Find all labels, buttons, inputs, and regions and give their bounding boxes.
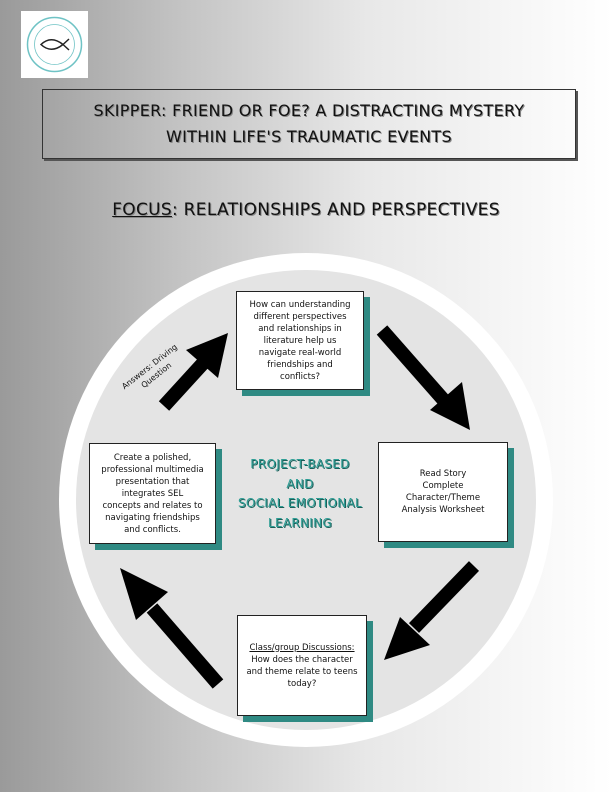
center-label: PROJECT-BASED AND SOCIAL EMOTIONAL LEARN… bbox=[222, 455, 378, 533]
center-line: LEARNING bbox=[267, 515, 332, 530]
card-discussions: Class/group Discussions: How does the ch… bbox=[237, 615, 367, 716]
card-line: conflicts? bbox=[280, 371, 320, 382]
card-line: and relationships in bbox=[258, 323, 342, 334]
card-line: and theme relate to teens bbox=[246, 666, 358, 677]
card-presentation: Create a polished, professional multimed… bbox=[89, 443, 216, 544]
focus-text: : RELATIONSHIPS AND PERSPECTIVES bbox=[171, 200, 500, 220]
card-line: Analysis Worksheet bbox=[401, 505, 485, 515]
arrow-bottom-right bbox=[384, 561, 480, 660]
center-line: PROJECT-BASED bbox=[250, 457, 350, 471]
card-line: presentation that bbox=[115, 476, 190, 487]
card-line: Complete Character/Theme bbox=[405, 481, 481, 503]
card-line: literature help us bbox=[263, 335, 337, 346]
arrow-bottom-left bbox=[120, 568, 224, 689]
card-driving-question: How can understanding different perspect… bbox=[236, 291, 364, 390]
card-line: Read Story bbox=[419, 469, 467, 479]
focus-heading: FOCUS: RELATIONSHIPS AND PERSPECTIVES bbox=[0, 200, 612, 220]
arrow-top-left bbox=[158, 333, 228, 411]
card-line: today? bbox=[287, 678, 317, 689]
focus-label: FOCUS bbox=[112, 200, 172, 220]
card-line: friendships and bbox=[267, 359, 333, 370]
card-line: How does the character bbox=[251, 654, 353, 665]
logo bbox=[21, 11, 88, 78]
card-read-story: Read Story Complete Character/Theme Anal… bbox=[378, 442, 508, 542]
card-line: concepts and relates to bbox=[102, 500, 203, 511]
card-line: professional multimedia bbox=[101, 464, 204, 475]
card-line: and conflicts. bbox=[124, 524, 181, 535]
card-line: integrates SEL bbox=[121, 488, 184, 499]
fish-icon bbox=[26, 16, 83, 73]
title-box: SKIPPER: FRIEND OR FOE? A DISTRACTING MY… bbox=[42, 89, 576, 159]
card-line: navigating friendships bbox=[105, 512, 200, 523]
title-line-1: SKIPPER: FRIEND OR FOE? A DISTRACTING MY… bbox=[93, 101, 525, 120]
arrow-top-right bbox=[376, 325, 470, 430]
card-line: different perspectives bbox=[253, 311, 347, 322]
title-line-2: WITHIN LIFE'S TRAUMATIC EVENTS bbox=[166, 127, 452, 146]
card-line: navigate real-world bbox=[258, 347, 342, 358]
card-line: How can understanding bbox=[249, 299, 351, 310]
card-line: Create a polished, bbox=[113, 452, 192, 463]
center-line: SOCIAL EMOTIONAL bbox=[237, 496, 363, 510]
card-heading: Class/group Discussions: bbox=[249, 642, 355, 653]
center-line: AND bbox=[286, 476, 314, 491]
